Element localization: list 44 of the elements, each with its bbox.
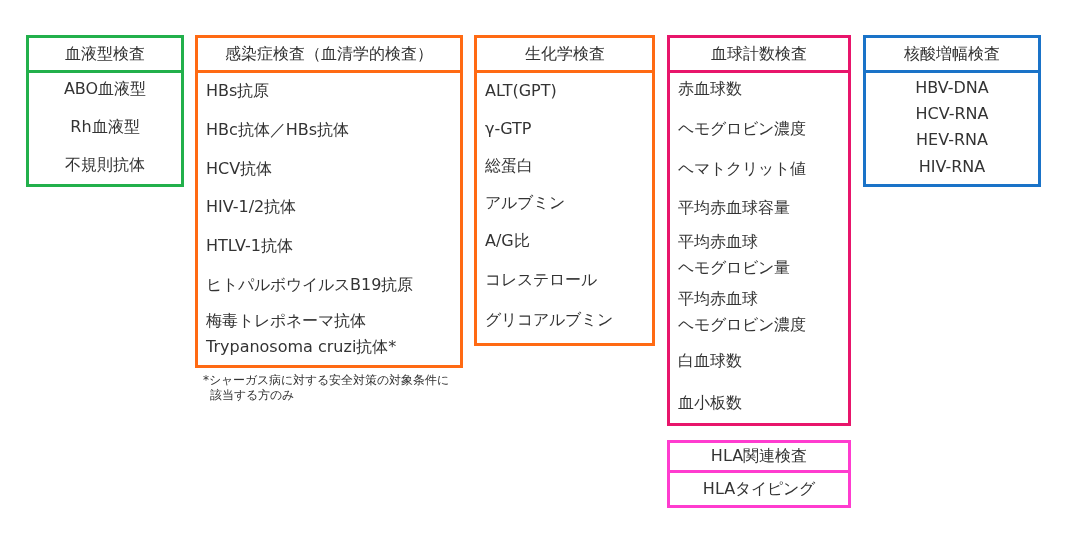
category-box	[667, 35, 851, 426]
test-item: HBV-DNA	[914, 77, 990, 99]
test-item: HEV-RNA	[915, 129, 989, 151]
test-item: HBc抗体／HBs抗体	[206, 119, 350, 141]
category-heading: 核酸増幅検査	[904, 43, 1000, 65]
test-item: コレステロール	[485, 269, 597, 291]
category-heading: 生化学検査	[524, 43, 605, 65]
category-box	[26, 35, 184, 187]
test-item: γ-GTP	[485, 118, 532, 140]
category-heading: HLA関連検査	[710, 446, 808, 467]
test-item: 平均赤血球容量	[678, 197, 790, 219]
test-item: Trypanosoma cruzi抗体*	[206, 336, 397, 358]
category-box	[195, 35, 463, 368]
test-item: HBs抗原	[206, 80, 270, 102]
test-item: HTLV-1抗体	[206, 235, 293, 257]
test-item: Rh血液型	[69, 116, 141, 138]
category-heading: 血液型検査	[65, 43, 145, 65]
category-box	[863, 35, 1041, 187]
category-box	[667, 440, 851, 508]
test-item: ヘモグロビン濃度	[678, 118, 806, 140]
test-item: HIV-RNA	[917, 156, 987, 178]
test-item: HCV抗体	[206, 158, 273, 180]
test-item: 梅毒トレポネーマ抗体	[206, 310, 366, 332]
test-item: 赤血球数	[678, 78, 742, 100]
test-item: ヒトパルボウイルスB19抗原	[206, 274, 414, 296]
category-box	[474, 35, 655, 346]
test-item: 総蛋白	[485, 155, 533, 177]
test-item: ヘマトクリット値	[678, 158, 806, 180]
test-item: ALT(GPT)	[485, 80, 557, 102]
test-item: 平均赤血球ヘモグロビン量	[678, 231, 790, 279]
test-item: 白血球数	[678, 350, 742, 372]
test-item: アルブミン	[485, 192, 565, 214]
test-item: グリコアルブミン	[485, 309, 613, 331]
test-item: A/G比	[485, 230, 530, 252]
test-item: 不規則抗体	[64, 154, 146, 176]
category-heading: 感染症検査（血清学的検査）	[225, 43, 433, 65]
category-heading: 血球計数検査	[711, 43, 807, 65]
test-item: ABO血液型	[62, 78, 148, 100]
footnote: *シャーガス病に対する安全対策の対象条件に該当する方のみ	[203, 373, 450, 403]
test-item: 平均赤血球ヘモグロビン濃度	[678, 288, 806, 336]
test-item: HIV-1/2抗体	[206, 196, 297, 218]
test-item: 血小板数	[678, 392, 742, 414]
test-item: HCV-RNA	[914, 103, 990, 125]
test-item: HLAタイピング	[701, 478, 817, 500]
